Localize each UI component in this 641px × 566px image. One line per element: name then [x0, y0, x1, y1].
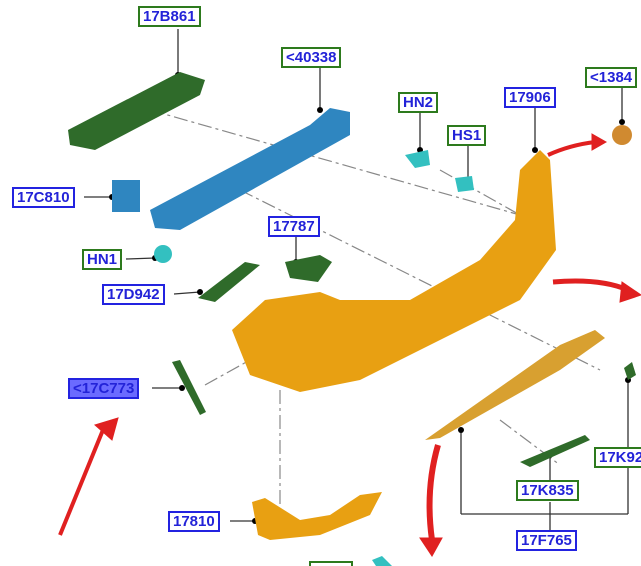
part-17787-bracket[interactable] — [285, 255, 332, 282]
part-HN1-fastener[interactable] — [154, 245, 172, 263]
label-17K92[interactable]: 17K92 — [594, 447, 641, 468]
part-17K92-clip[interactable] — [624, 362, 636, 380]
part-17D942-bracket[interactable] — [198, 262, 260, 302]
part-40338-reinforcement[interactable] — [150, 108, 350, 230]
label-17906[interactable]: 17906 — [504, 87, 556, 108]
part-17C773-reflector[interactable] — [172, 360, 206, 415]
label-17C773-highlighted[interactable]: <17C773 — [68, 378, 140, 399]
leader-lines — [84, 29, 629, 530]
label-HN2[interactable]: HN2 — [398, 92, 439, 113]
label-17F765[interactable]: 17F765 — [516, 530, 577, 551]
part-HN2-fastener[interactable] — [405, 150, 430, 168]
part-17B861-absorber[interactable] — [68, 72, 205, 150]
part-1384-nut[interactable] — [612, 125, 632, 145]
part-17906-bumper-cover[interactable] — [232, 150, 556, 392]
part-HS1-fastener[interactable] — [455, 176, 474, 192]
label-HN1[interactable]: HN1 — [82, 249, 123, 270]
label-40338[interactable]: <40338 — [281, 47, 342, 68]
part-17F765-valance[interactable] — [425, 330, 605, 440]
label-17K835[interactable]: 17K835 — [516, 480, 579, 501]
label-17787[interactable]: 17787 — [268, 216, 320, 237]
part-17810-lower-cover[interactable] — [252, 492, 382, 540]
red-arrows — [58, 133, 641, 557]
label-17C810[interactable]: 17C810 — [12, 187, 75, 208]
part-17C810-bracket[interactable] — [112, 180, 140, 212]
label-HS1[interactable]: HS1 — [447, 125, 487, 146]
label-17D942[interactable]: 17D942 — [102, 284, 165, 305]
part-17K835-trim[interactable] — [520, 435, 590, 467]
label-17B861[interactable]: 17B861 — [138, 6, 201, 27]
label-1384[interactable]: <1384 — [585, 67, 638, 88]
label-17810[interactable]: 17810 — [168, 511, 220, 532]
